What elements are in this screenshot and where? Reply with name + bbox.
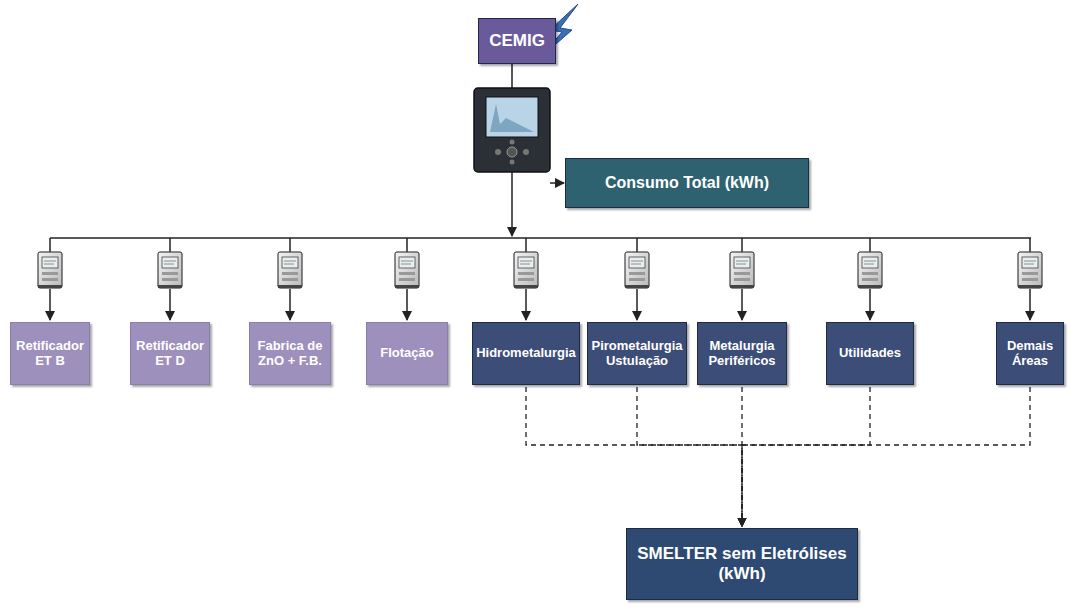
box-label: Consumo Total (kWh) [605,174,769,192]
box-label: Pirometalurgia Ustulação [591,339,682,369]
box-label: Metalurgia Periféricos [702,339,782,369]
area-box: Utilidades [826,322,914,385]
box-label: Fabrica de ZnO + F.B. [254,339,326,369]
power-meter [474,88,550,172]
total-box: Consumo Total (kWh) [565,158,809,208]
area-box: Flotação [366,322,448,385]
box-label: Hidrometalurgia [476,346,576,361]
area-box: Fabrica de ZnO + F.B. [249,322,331,385]
box-label: Retificador ET D [135,339,205,369]
bus-line [50,237,1031,239]
area-box: Retificador ET D [130,322,210,385]
dashed-connector [742,387,870,526]
box-label: CEMIG [489,31,545,51]
source-box: CEMIG [478,18,556,64]
area-box: Metalurgia Periféricos [697,322,787,385]
box-label: SMELTER sem Eletrólises (kWh) [631,544,853,583]
box-label: Demais Áreas [1001,339,1059,369]
dashed-connector [637,387,742,526]
area-box: Retificador ET B [10,322,90,385]
box-label: Retificador ET B [15,339,85,369]
wire [550,182,564,184]
wire [511,64,513,88]
box-label: Utilidades [839,346,901,361]
area-box: Demais Áreas [996,322,1064,385]
meter-drops [38,238,1042,320]
result-box: SMELTER sem Eletrólises (kWh) [626,528,858,600]
area-box: Hidrometalurgia [472,322,580,385]
wire [511,172,513,236]
dashed-connector [526,387,742,526]
area-box: Pirometalurgia Ustulação [587,322,687,385]
box-label: Flotação [380,346,433,361]
dashed-connector [742,387,1030,526]
